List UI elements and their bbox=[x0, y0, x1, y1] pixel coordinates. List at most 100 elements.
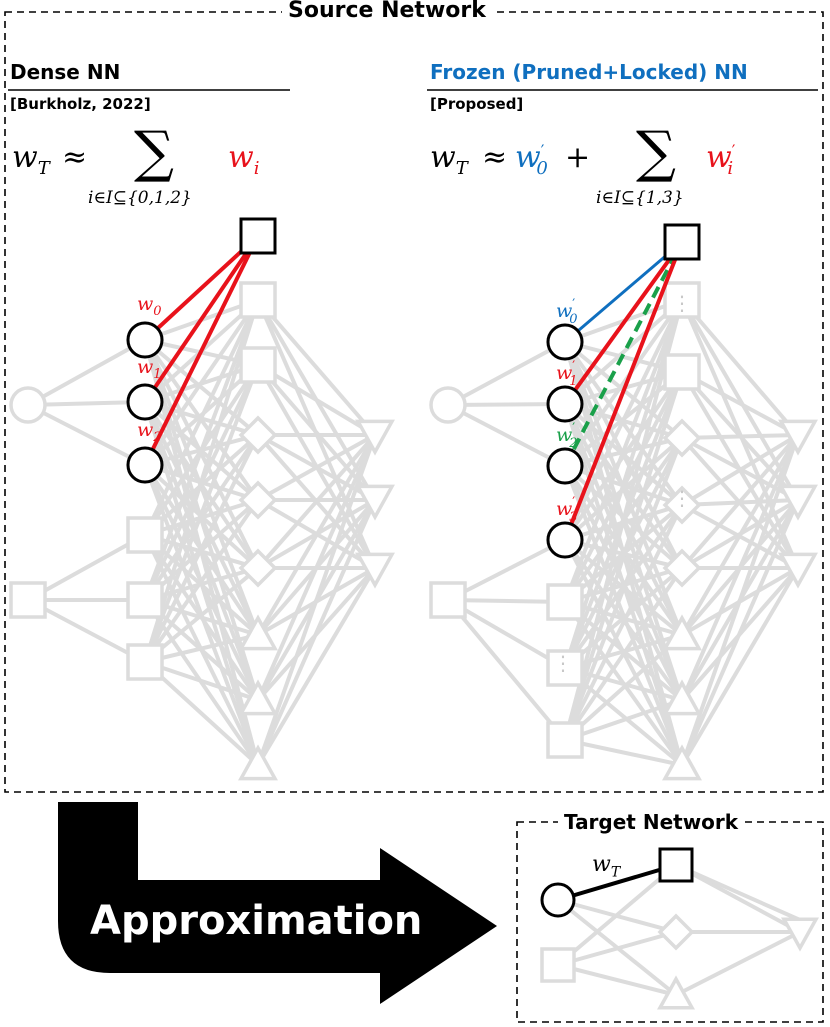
frozen-formula-first-term: w′0 bbox=[515, 140, 548, 179]
frozen-formula-index: i∈I⊆{1,3} bbox=[596, 188, 684, 208]
faint-edge bbox=[27, 533, 146, 602]
dense-formula-lhs: wT bbox=[12, 140, 50, 179]
faint-edge bbox=[256, 433, 377, 570]
faint-node bbox=[238, 548, 278, 588]
faint-node bbox=[9, 386, 47, 424]
faint-edge bbox=[557, 930, 677, 967]
faint-node bbox=[540, 947, 576, 983]
weight-label-w3-prime: w′3 bbox=[556, 495, 578, 525]
faint-node bbox=[238, 415, 278, 455]
faint-edge bbox=[563, 299, 684, 741]
faint-edge bbox=[27, 598, 146, 664]
faint-node bbox=[778, 484, 818, 521]
faint-edge bbox=[563, 299, 684, 603]
frozen-formula-sigma: ∑ bbox=[636, 120, 676, 185]
frozen-input-node bbox=[546, 323, 584, 361]
faint-node bbox=[546, 649, 584, 687]
faint-edge bbox=[446, 598, 567, 670]
faint-edge bbox=[256, 499, 377, 766]
faint-edge bbox=[27, 338, 146, 407]
faint-edge bbox=[680, 433, 800, 570]
faint-node bbox=[126, 643, 164, 681]
faint-edge bbox=[563, 371, 684, 741]
weight-label-w0: w0 bbox=[137, 293, 162, 319]
locked-weight-edge bbox=[564, 240, 683, 344]
faint-edge bbox=[563, 633, 684, 742]
faint-edge bbox=[143, 660, 260, 767]
faint-node bbox=[657, 913, 695, 951]
faint-edge bbox=[256, 298, 377, 437]
faint-edge bbox=[256, 566, 377, 767]
faint-edge bbox=[447, 598, 566, 604]
faint-edge bbox=[143, 566, 260, 664]
faint-node bbox=[429, 581, 467, 619]
faint-edge bbox=[563, 298, 684, 468]
faint-node bbox=[778, 419, 818, 456]
faint-node bbox=[546, 721, 584, 759]
source-network-title: Source Network bbox=[282, 0, 492, 23]
approximation-label: Approximation bbox=[90, 898, 423, 944]
frozen-nn-citation: [Proposed] bbox=[430, 95, 524, 113]
faint-edge bbox=[256, 433, 377, 637]
faint-node bbox=[662, 485, 702, 525]
faint-edge bbox=[680, 566, 800, 767]
faint-node bbox=[662, 744, 702, 781]
faint-edge bbox=[681, 433, 799, 440]
pruned-weight-edge bbox=[563, 241, 684, 467]
dense-weight-edge bbox=[143, 234, 260, 404]
frozen-nn-title: Frozen (Pruned+Locked) NN bbox=[430, 60, 748, 84]
faint-edge bbox=[143, 434, 260, 663]
faint-edge bbox=[143, 298, 260, 467]
target-input-node bbox=[540, 882, 576, 918]
faint-edge bbox=[557, 963, 677, 997]
faint-edge bbox=[680, 499, 800, 766]
faint-node bbox=[663, 353, 701, 391]
target-weight-label: wT bbox=[592, 852, 621, 881]
dense-network-background bbox=[9, 281, 395, 781]
faint-edge bbox=[681, 370, 799, 437]
faint-edge bbox=[27, 403, 146, 467]
selected-weight-edge bbox=[563, 240, 684, 406]
dense-formula-sigma: ∑ bbox=[134, 120, 174, 185]
faint-node bbox=[9, 581, 47, 619]
dense-weight-edge bbox=[143, 235, 260, 466]
dense-input-node bbox=[126, 321, 164, 359]
faint-edge bbox=[675, 863, 801, 922]
faint-edge bbox=[680, 434, 800, 766]
dense-input-node bbox=[126, 446, 164, 484]
target-network-title: Target Network bbox=[558, 810, 745, 834]
faint-edge bbox=[144, 660, 259, 702]
weight-label-w0-prime: w′0 bbox=[556, 297, 578, 327]
faint-edge bbox=[564, 698, 683, 742]
faint-edge bbox=[563, 504, 684, 741]
faint-edge bbox=[680, 298, 800, 437]
dense-output-node bbox=[239, 217, 277, 255]
faint-node bbox=[429, 386, 467, 424]
dense-formula-approx: ≈ bbox=[62, 140, 88, 175]
faint-edge bbox=[447, 538, 566, 602]
frozen-input-node bbox=[546, 521, 584, 559]
ellipsis-mark: ⋮ bbox=[672, 291, 692, 315]
weight-label-w1: w1 bbox=[137, 356, 162, 382]
frozen-input-node bbox=[546, 447, 584, 485]
frozen-formula-term: w′i bbox=[706, 140, 736, 179]
faint-edge bbox=[27, 400, 146, 407]
faint-node bbox=[778, 552, 818, 589]
faint-edge bbox=[680, 433, 800, 507]
faint-node bbox=[663, 281, 701, 319]
faint-edge bbox=[680, 433, 800, 637]
dense-input-node bbox=[126, 383, 164, 421]
dense-nn-title: Dense NN bbox=[10, 60, 121, 84]
frozen-output-node bbox=[663, 223, 701, 261]
faint-edge bbox=[563, 566, 684, 670]
dense-formula-term: wi bbox=[228, 140, 260, 179]
frozen-formula-plus: + bbox=[565, 140, 591, 175]
faint-node bbox=[662, 679, 702, 716]
dense-formula-index: i∈I⊆{0,1,2} bbox=[88, 188, 192, 208]
faint-node bbox=[238, 480, 278, 520]
faint-edge bbox=[447, 402, 566, 407]
dense-weight-edge bbox=[143, 234, 260, 342]
faint-edge bbox=[563, 437, 684, 741]
target-network-background bbox=[540, 863, 819, 1010]
